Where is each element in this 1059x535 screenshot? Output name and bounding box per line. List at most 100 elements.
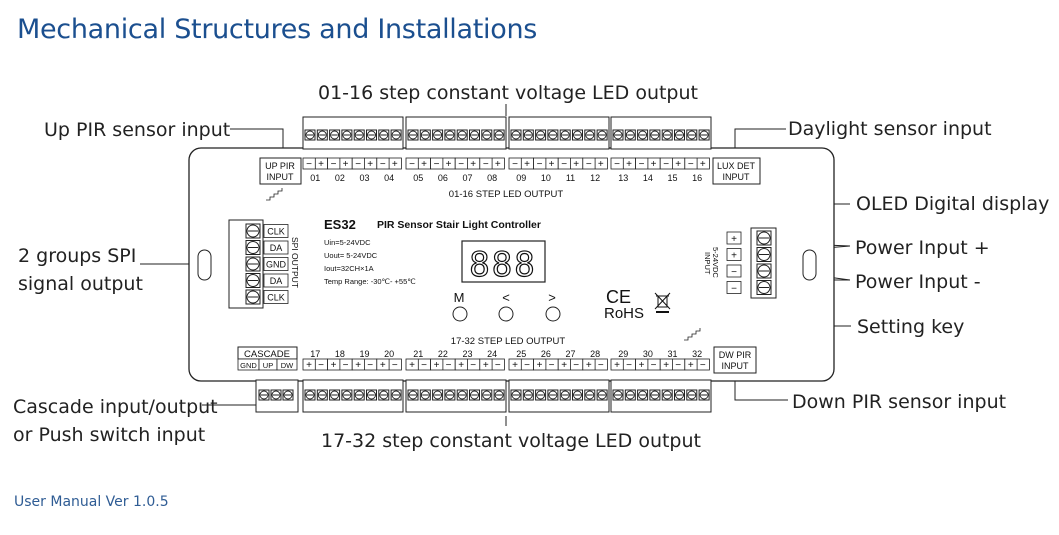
terminal-screw [341, 129, 353, 141]
channel-number: 25 [516, 349, 526, 359]
terminal-screw [559, 129, 571, 141]
up-pir-label-1: UP PIR [265, 161, 295, 171]
spi-screw [245, 289, 261, 305]
spec-uout: Uout= 5-24VDC [324, 251, 378, 260]
polarity-plus: + [446, 159, 452, 170]
channel-number: 10 [541, 173, 551, 183]
terminal-screw [698, 389, 710, 401]
key-left-label: < [502, 290, 510, 305]
terminal-screw [624, 129, 636, 141]
channel-number: 27 [565, 349, 575, 359]
terminal-screw [353, 389, 365, 401]
terminal-screw [661, 129, 673, 141]
spi-pin-label: DA [270, 243, 283, 253]
rohs-mark: RoHS [604, 305, 644, 322]
terminal-screw [407, 129, 419, 141]
polarity-plus: + [688, 360, 694, 371]
polarity-minus: − [343, 360, 349, 371]
polarity-plus: + [639, 360, 645, 371]
polarity-minus: − [614, 159, 620, 170]
cascade-pin-label: DW [281, 361, 294, 370]
lux-label-1: LUX DET [717, 161, 756, 171]
terminal-screw [493, 129, 505, 141]
terminal-screw [366, 129, 377, 141]
channel-number: 32 [692, 349, 702, 359]
setting-keys: M < > [452, 290, 561, 322]
channel-number: 06 [438, 173, 448, 183]
spi-screw [245, 240, 261, 255]
spi-pin-label: CLK [267, 227, 285, 237]
cascade-label: CASCADE [244, 349, 290, 360]
terminal-screw [612, 129, 624, 141]
terminal-screw [637, 129, 649, 141]
polarity-minus: − [639, 159, 645, 170]
channel-number: 07 [462, 173, 472, 183]
display-digits: 888 [469, 245, 536, 285]
key-right-button[interactable] [545, 306, 561, 322]
terminal-screw [674, 129, 685, 141]
key-left-button[interactable] [498, 306, 514, 322]
terminal-screw [378, 389, 390, 401]
channel-number: 28 [590, 349, 600, 359]
polarity-minus: − [458, 159, 464, 170]
terminal-screw [378, 129, 390, 141]
callout-cascade-line1: Cascade input/output [13, 396, 218, 418]
channel-number: 08 [487, 173, 497, 183]
channel-number: 11 [566, 173, 575, 183]
lux-det-port: LUX DET INPUT [712, 157, 761, 185]
polarity-plus: + [458, 360, 464, 371]
terminal-screw [584, 129, 596, 141]
polarity-minus: − [626, 360, 632, 371]
terminal-screw [390, 129, 402, 141]
polarity-plus: + [421, 159, 427, 170]
callout-power-minus: Power Input - [855, 271, 981, 293]
top-channel-row: −+01−+02−+03−+04−+05−+06−+07−+08−+09−+10… [302, 157, 710, 183]
channel-number: 09 [516, 173, 526, 183]
callout-spi-line2: signal output [18, 273, 143, 295]
channel-number: 20 [384, 349, 394, 359]
terminal-screw [547, 129, 559, 141]
weee-bin-icon [654, 292, 671, 313]
cascade-screw [282, 389, 294, 401]
dw-pir-label-1: DW PIR [719, 350, 752, 360]
terminal-screw [686, 129, 698, 141]
power-screw [756, 263, 772, 279]
terminal-screw [510, 389, 522, 401]
bottom-channel-row: +−17+−18+−19+−20+−21+−22+−23+−24+−25+−26… [302, 349, 710, 371]
polarity-minus: − [675, 360, 681, 371]
power-input-terminal: ++−− INPUT 5-24VDC [703, 227, 777, 299]
polarity-plus: + [549, 159, 555, 170]
page-title: Mechanical Structures and Installations [17, 14, 538, 45]
terminal-screw [596, 129, 608, 141]
channel-number: 05 [413, 173, 423, 183]
polarity-plus: + [512, 360, 518, 371]
power-input-label-1: INPUT [703, 252, 712, 275]
terminal-screw [584, 389, 596, 401]
power-pin-label: − [731, 267, 737, 278]
channel-number: 17 [310, 349, 320, 359]
spi-screw [245, 223, 261, 239]
terminal-screw [366, 389, 377, 401]
polarity-minus: − [446, 360, 452, 371]
polarity-minus: − [598, 360, 604, 371]
channel-number: 31 [667, 349, 677, 359]
terminal-screw [304, 389, 316, 401]
terminal-screw [432, 129, 444, 141]
channel-number: 14 [643, 173, 653, 183]
polarity-plus: + [470, 159, 476, 170]
power-screw [756, 247, 772, 262]
terminal-screw [649, 389, 661, 401]
key-m-button[interactable] [452, 306, 468, 322]
terminal-screw [469, 129, 480, 141]
terminal-screw [316, 389, 328, 401]
channel-number: 24 [487, 349, 497, 359]
polarity-minus: − [495, 360, 501, 371]
polarity-minus: − [561, 159, 567, 170]
polarity-minus: − [573, 360, 579, 371]
polarity-plus: + [355, 360, 361, 371]
model-name: ES32 [324, 217, 356, 232]
terminal-screw [612, 389, 624, 401]
polarity-plus: + [561, 360, 567, 371]
